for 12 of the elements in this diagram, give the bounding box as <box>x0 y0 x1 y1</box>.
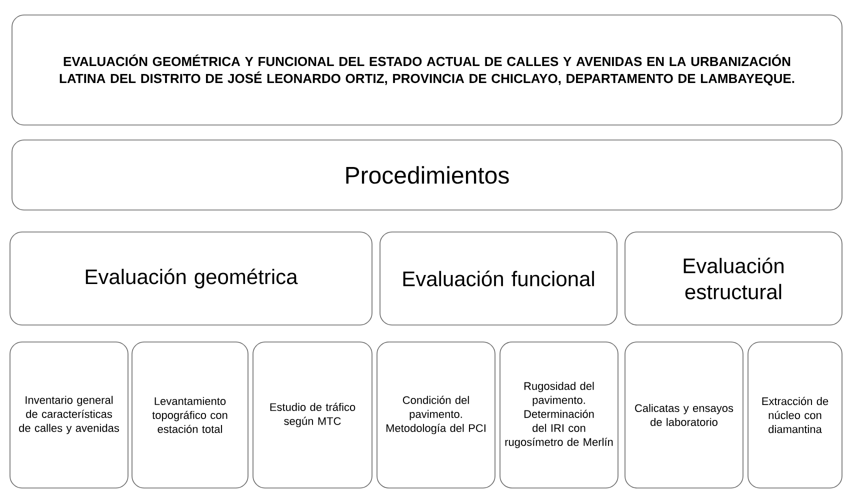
category-box: Evaluación funcional <box>380 232 618 326</box>
title-box: EVALUACIÓN GEOMÉTRICA Y FUNCIONAL DEL ESTADO ACTUAL DE CALLES Y AVENIDAS EN LA URBANIZACIÓN LATINA DEL DISTRITO DE JOSÉ LEONARDO ORTIZ, PROVINCIA DE CHICLAYO, DEPARTAMENTO DE LAMBAYEQUE. <box>12 14 842 126</box>
procedure-box: Estudio de tráfico según MTC <box>252 342 372 488</box>
procedure-box: Condición del pavimento. Metodología del PCI <box>376 342 496 488</box>
procedure-box: Inventario general de características de calles y avenidas <box>10 342 128 488</box>
procedure-box: Extracción de núcleo con diamantina <box>748 342 842 488</box>
procedure-box: Rugosidad del pavimento. Determinación del IRI con rugosímetro de Merlín <box>500 342 618 488</box>
heading-band: Procedimientos <box>12 140 842 210</box>
procedure-box: Levantamiento topográfico con estación total <box>132 342 248 488</box>
category-box: Evaluación geométrica <box>10 232 372 326</box>
category-box: Evaluación estructural <box>624 232 842 326</box>
procedure-box: Calicatas y ensayos de laboratorio <box>624 342 744 488</box>
